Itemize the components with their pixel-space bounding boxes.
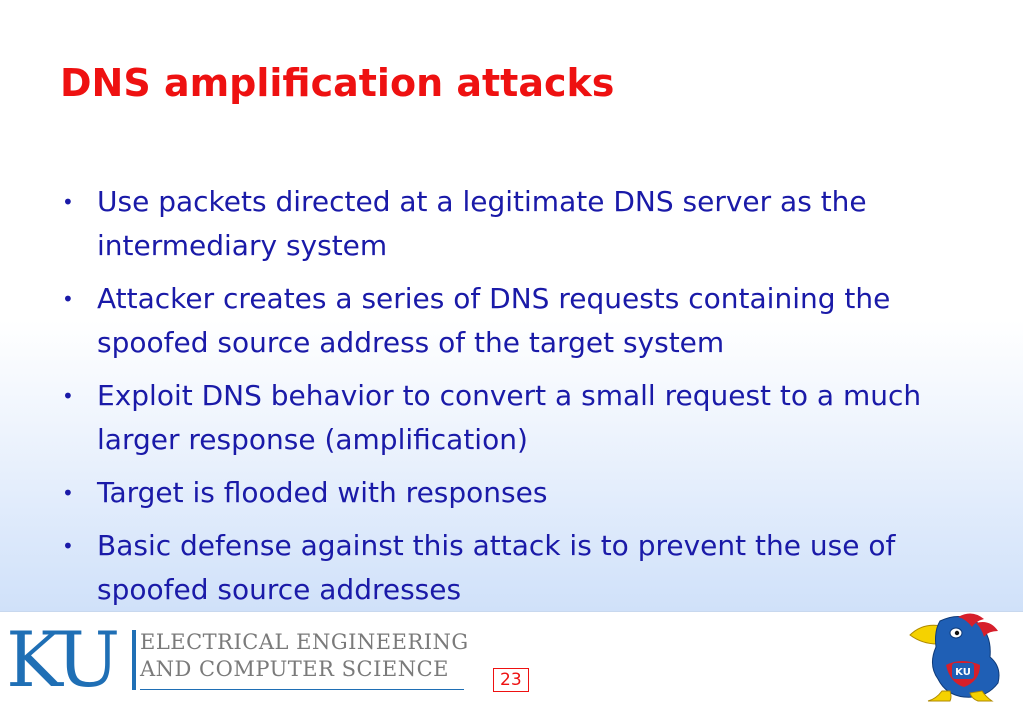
bullet-item: • Use packets directed at a legitimate DN… (60, 180, 980, 268)
department-name-line1: ELECTRICAL ENGINEERING (140, 630, 469, 654)
bullet-dot: • (62, 384, 74, 408)
mascot-badge-text: KU (955, 667, 971, 678)
jayhawk-icon: KU (909, 613, 1000, 702)
bullet-dot: • (62, 534, 74, 558)
logo-divider (132, 630, 136, 690)
bullet-text: Use packets directed at a legitimate DNS… (97, 185, 867, 262)
bullet-list: • Use packets directed at a legitimate DN… (60, 180, 980, 621)
bullet-dot: • (62, 190, 74, 214)
department-underline (140, 689, 464, 690)
footer-divider (0, 611, 1023, 612)
bullet-item: • Exploit DNS behavior to convert a small… (60, 374, 980, 462)
bullet-text: Target is flooded with responses (97, 476, 548, 509)
bullet-text: Attacker creates a series of DNS request… (97, 282, 891, 359)
bullet-item: • Basic defense against this attack is to… (60, 524, 980, 612)
ku-logo: KU (6, 615, 120, 704)
slide-title: DNS amplification attacks (60, 61, 615, 105)
bullet-dot: • (62, 481, 74, 505)
bullet-item: • Attacker creates a series of DNS reques… (60, 277, 980, 365)
department-name-line2: AND COMPUTER SCIENCE (140, 657, 449, 681)
page-number: 23 (493, 668, 529, 692)
bullet-text: Exploit DNS behavior to convert a small … (97, 379, 922, 456)
bullet-item: • Target is flooded with responses (60, 471, 980, 515)
bullet-dot: • (62, 287, 74, 311)
bullet-text: Basic defense against this attack is to … (97, 529, 896, 606)
